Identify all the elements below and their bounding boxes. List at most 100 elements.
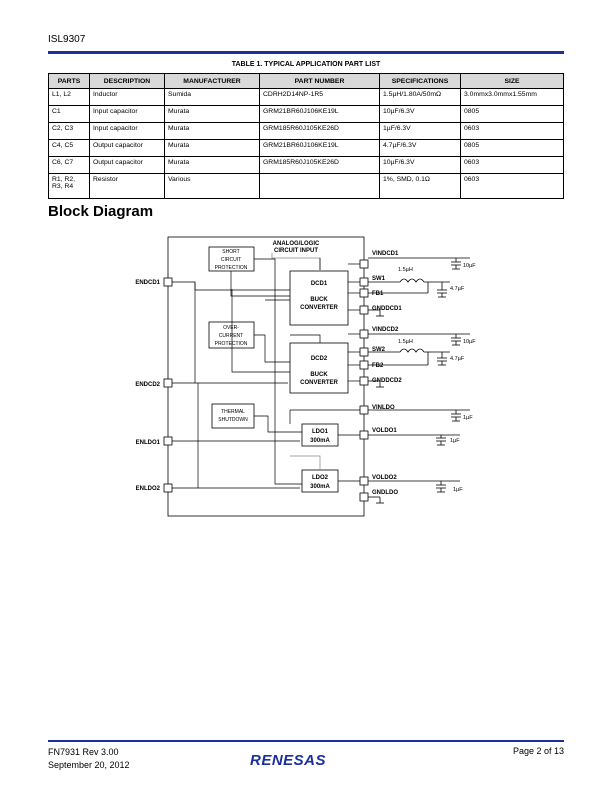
table-cell: 0603 <box>460 122 564 140</box>
renesas-logo: RENESAS <box>250 752 327 769</box>
pin-endcd1 <box>163 277 173 287</box>
table-cell: 10µF/6.3V <box>379 105 461 123</box>
scp-label-2: CIRCUIT <box>221 257 241 263</box>
doc-date: September 20, 2012 <box>48 760 130 770</box>
table-cell: Input capacitor <box>89 122 165 140</box>
pin-label-enldo2: ENLDO2 <box>136 486 161 492</box>
dcd1-converter-label: CONVERTER <box>300 305 338 311</box>
table-row: C1 Input capacitor Murata GRM21BR60J106K… <box>48 105 564 123</box>
table-cell: 0805 <box>460 139 564 157</box>
pin-label-endcd1: ENDCD1 <box>135 280 160 286</box>
table-cell: 0603 <box>460 173 564 199</box>
pin-label-fb2: FB2 <box>372 363 384 369</box>
table-cell: C6, C7 <box>48 156 90 174</box>
page-number: Page 2 of 13 <box>512 746 564 756</box>
table-row: C4, C5 Output capacitor Murata GRM21BR60… <box>48 139 564 157</box>
internal-wiring <box>172 258 364 489</box>
ldo1-current-label: 300mA <box>310 438 330 444</box>
ocp-label-3: PROTECTION <box>215 341 248 347</box>
table-cell: Output capacitor <box>89 156 165 174</box>
pin-label-gnddcd2: GNDDCD2 <box>372 378 402 384</box>
ocp-label-1: OVER- <box>223 325 239 331</box>
table-cell: GRM21BR60J106KE19L <box>259 105 380 123</box>
col-header-parts: PARTS <box>48 73 90 89</box>
table-cell: Murata <box>164 122 260 140</box>
footer-doc-info: FN7931 Rev 3.00 September 20, 2012 <box>48 746 130 772</box>
dcd1-block <box>289 270 349 326</box>
cap-c3-label: 1µF <box>463 415 473 421</box>
table-cell: Inductor <box>89 88 165 106</box>
pin-label-voldo2: VOLDO2 <box>372 475 397 481</box>
external-circuit <box>368 257 470 504</box>
pin-label-vindcd1: VINDCD1 <box>372 251 399 257</box>
document-title: ISL9307 <box>48 34 86 45</box>
table-cell: L1, L2 <box>48 88 90 106</box>
table-cell: C1 <box>48 105 90 123</box>
parts-table: PARTS DESCRIPTION MANUFACTURER PART NUMB… <box>48 73 564 199</box>
col-header-size: SIZE <box>460 73 564 89</box>
table-cell: Murata <box>164 156 260 174</box>
table-row: R1, R2, R3, R4 Resistor Various 1%, SMD,… <box>48 173 564 199</box>
dcd2-converter-label: CONVERTER <box>300 380 338 386</box>
table-cell: GRM185R60J105KE26D <box>259 122 380 140</box>
pin-endcd2 <box>163 378 173 388</box>
pin-label-voldo1: VOLDO1 <box>372 428 397 434</box>
table-cell: GRM185R60J105KE26D <box>259 156 380 174</box>
table-cell: C4, C5 <box>48 139 90 157</box>
table-cell: CDRH2D14NP-1R5 <box>259 88 380 106</box>
pin-label-sw1: SW1 <box>372 276 386 282</box>
cap-c2-label: 10µF <box>463 339 476 345</box>
table-caption: TABLE 1. TYPICAL APPLICATION PART LIST <box>231 61 381 68</box>
section-title: Block Diagram <box>48 203 154 220</box>
table-header-row: PARTS DESCRIPTION MANUFACTURER PART NUMB… <box>48 73 564 89</box>
footer-rule <box>48 740 564 742</box>
col-header-manufacturer: MANUFACTURER <box>164 73 260 89</box>
tsd-label-2: SHUTDOWN <box>218 417 248 423</box>
table-cell: Murata <box>164 105 260 123</box>
ldo2-label: LDO2 <box>312 475 329 481</box>
table-cell: Input capacitor <box>89 105 165 123</box>
table-cell: Murata <box>164 139 260 157</box>
inductor-l2-label: 1.5µH <box>398 339 413 345</box>
cap-c6-label: 1µF <box>450 438 460 444</box>
cap-c7-label: 1µF <box>453 487 463 493</box>
inductor-l1-label: 1.5µH <box>398 267 413 273</box>
table-cell: C2, C3 <box>48 122 90 140</box>
table-cell: Output capacitor <box>89 139 165 157</box>
dcd2-buck-label: BUCK <box>310 372 328 378</box>
scp-label-3: PROTECTION <box>215 265 248 271</box>
table-row: C6, C7 Output capacitor Murata GRM185R60… <box>48 156 564 174</box>
analog-input-line <box>271 253 321 270</box>
dcd1-buck-label: BUCK <box>310 297 328 303</box>
cap-c1-label: 10µF <box>463 263 476 269</box>
pin-label-endcd2: ENDCD2 <box>135 382 160 388</box>
pin-label-vinldo: VINLDO <box>372 405 395 411</box>
pin-label-sw2: SW2 <box>372 347 386 353</box>
col-header-specifications: SPECIFICATIONS <box>379 73 461 89</box>
thermal-shutdown-block <box>211 403 255 429</box>
table-cell: 1µF/6.3V <box>379 122 461 140</box>
table-cell: 4.7µF/6.3V <box>379 139 461 157</box>
tsd-label-1: THERMAL <box>221 409 245 415</box>
dcd2-label: DCD2 <box>311 356 328 362</box>
pin-enldo2 <box>163 483 173 493</box>
table-cell: 0603 <box>460 156 564 174</box>
table-cell: 3.0mmx3.0mmx1.55mm <box>460 88 564 106</box>
table-cell: Various <box>164 173 260 199</box>
table-cell: 10µF/6.3V <box>379 156 461 174</box>
table-cell: 0805 <box>460 105 564 123</box>
table-cell: R1, R2, R3, R4 <box>48 173 90 199</box>
analog-input-label-2: CIRCUIT INPUT <box>274 248 318 254</box>
header-rule <box>48 51 564 54</box>
cap-c5-label: 4.7µF <box>450 356 465 362</box>
ldo2-current-label: 300mA <box>310 484 330 490</box>
table-cell: 1.5µH/1.80A/50mΩ <box>379 88 461 106</box>
right-pins <box>359 259 369 502</box>
pin-label-fb1: FB1 <box>372 291 384 297</box>
pin-label-gnddcd1: GNDDCD1 <box>372 306 402 312</box>
ocp-label-2: CURRENT <box>219 333 243 339</box>
col-header-description: DESCRIPTION <box>89 73 165 89</box>
scp-label-1: SHORT <box>222 249 239 255</box>
table-cell: GRM21BR60J106KE19L <box>259 139 380 157</box>
pin-enldo1 <box>163 436 173 446</box>
